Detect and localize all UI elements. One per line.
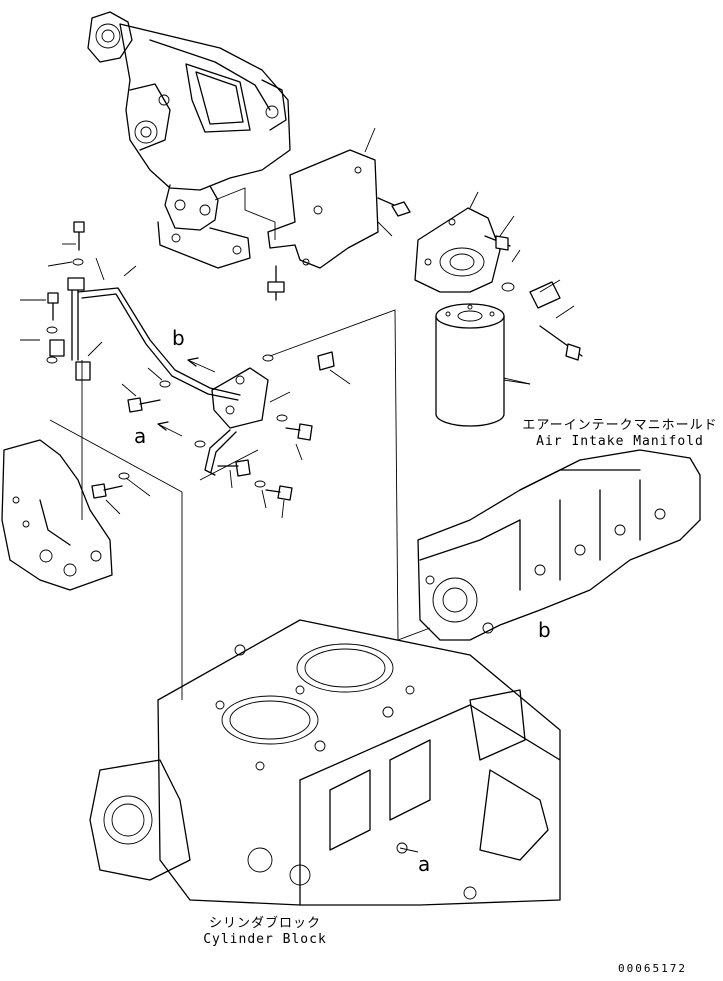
drawing-number: 00065172: [618, 962, 687, 975]
side-bracket: [267, 149, 411, 301]
left-bracket: [1, 439, 113, 591]
filter-head: [414, 207, 583, 361]
oil-pipe: [67, 277, 269, 476]
reference-marker-b-upper: b: [172, 326, 185, 350]
cylinder-block-label-jp: シリンダブロック: [208, 916, 321, 931]
air-intake-manifold-label-jp: エアーインテークマニホールド: [522, 418, 718, 433]
air-intake-manifold: [417, 449, 701, 641]
reference-marker-a-lower: a: [418, 852, 431, 876]
bolts-and-washers: [46, 221, 335, 501]
reference-marker-a-upper: a: [134, 424, 147, 448]
leader-lines: [20, 127, 575, 853]
reference-marker-b-lower: b: [538, 618, 551, 642]
cylinder-block-label-en: Cylinder Block: [203, 932, 327, 947]
air-intake-manifold-label-en: Air Intake Manifold: [536, 434, 704, 449]
cylinder-block: [89, 619, 561, 906]
upper-housing: [87, 11, 291, 269]
filter-cartridge: [435, 303, 531, 427]
